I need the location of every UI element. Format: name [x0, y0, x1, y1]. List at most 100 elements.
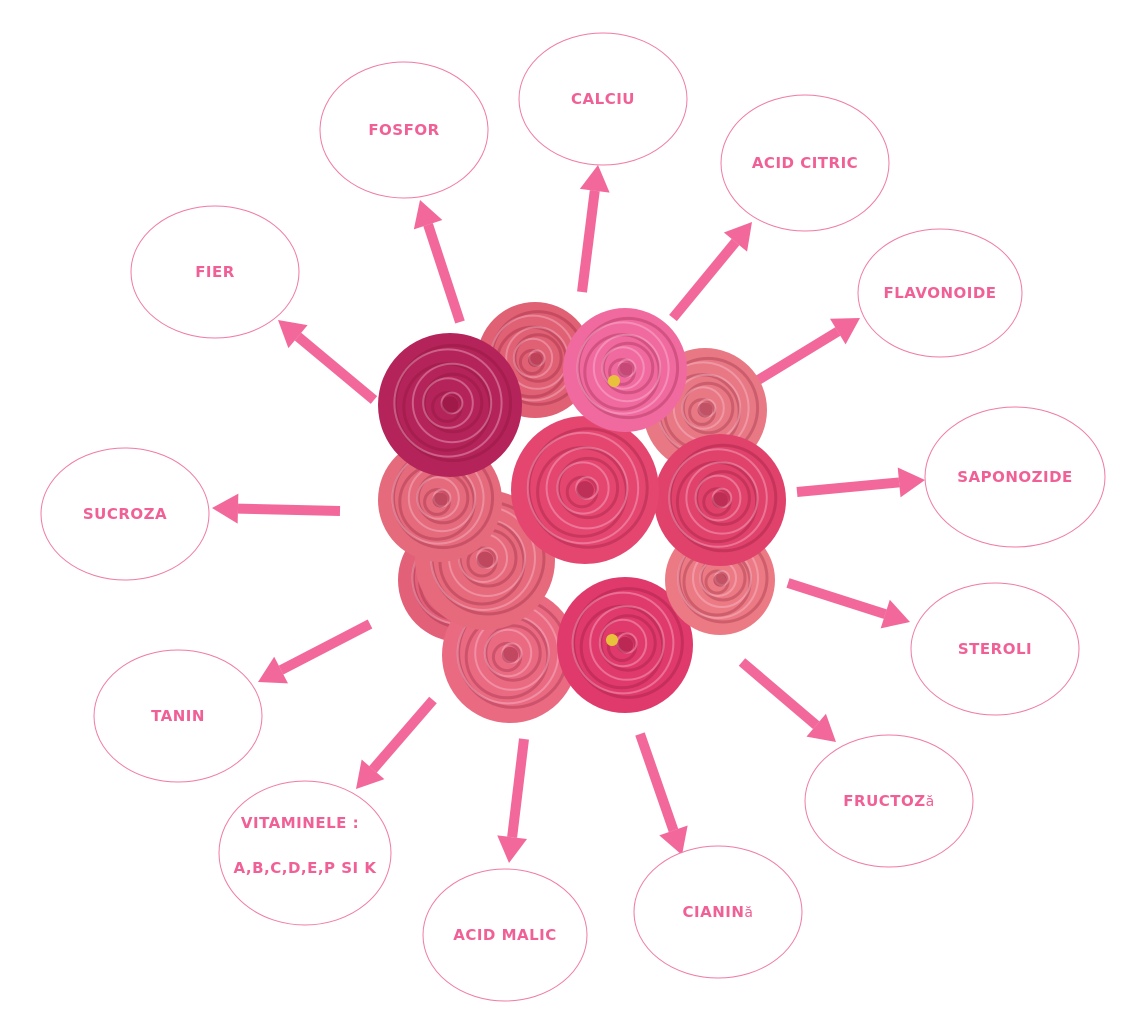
node-label-text: VITAMINELE : [241, 814, 359, 832]
node-label: VITAMINELE : [241, 814, 359, 832]
node-label-text: FOSFOR [368, 121, 439, 139]
node-label-text: CALCIU [571, 90, 635, 108]
node-label: ACID CITRIC [752, 154, 858, 172]
node-label-suffix: ă [926, 794, 935, 810]
rose-12 [563, 308, 687, 432]
arrow-11 [212, 493, 341, 524]
arrow-4 [796, 467, 925, 498]
node-bubble [40, 447, 210, 581]
node-bubble [857, 228, 1023, 358]
arrow-shaft [635, 732, 679, 833]
arrow-head [659, 825, 688, 855]
node-label: TANIN [151, 707, 205, 725]
node-label: FIER [195, 263, 235, 281]
arrow-10 [258, 619, 373, 684]
arrow-7 [635, 732, 688, 855]
node-label: FLAVONOIDE [883, 284, 996, 302]
arrow-shaft [294, 332, 378, 404]
arrow-head [806, 713, 836, 742]
arrow-shaft [577, 190, 600, 293]
rose-11 [378, 333, 522, 477]
node-8: ACID MALIC [422, 868, 588, 1002]
arrow-head [897, 467, 925, 498]
arrow-head [278, 320, 308, 349]
arrow-shaft [369, 696, 437, 773]
node-label-text: TANIN [151, 707, 205, 725]
arrow-shaft [423, 223, 465, 324]
arrow-shaft [278, 619, 373, 675]
node-bubble [518, 32, 688, 166]
arrow-shaft [747, 327, 841, 390]
arrow-5 [786, 578, 910, 629]
node-label-text: FRUCTOZ [843, 792, 925, 810]
arrow-head [356, 759, 385, 789]
arrow-head [579, 165, 610, 193]
arrow-9 [356, 696, 437, 789]
node-label-text: SAPONOZIDE [957, 468, 1073, 486]
arrow-13 [413, 200, 465, 324]
node-1: CALCIU [518, 32, 688, 166]
node-label-text: FLAVONOIDE [883, 284, 996, 302]
arrow-6 [738, 658, 836, 742]
node-label: CALCIU [571, 90, 635, 108]
arrow-shaft [796, 477, 900, 497]
node-label: STEROLI [958, 640, 1032, 658]
arrow-2 [669, 222, 752, 322]
node-label: CIANINă [683, 903, 754, 921]
node-9: VITAMINELE : A,B,C,D,E,P SI K [218, 780, 392, 926]
node-label-text: ACID MALIC [453, 926, 557, 944]
bubbles-layer: CALCIU ACID CITRIC FLAVONOIDE SAPONOZIDE STE… [40, 32, 1106, 1002]
rose-bouquet-image [378, 302, 786, 723]
arrow-head [829, 318, 860, 345]
arrows-layer [212, 165, 925, 863]
node-label: SAPONOZIDE [957, 468, 1073, 486]
node-bubble [218, 780, 392, 926]
node-bubble [130, 205, 300, 339]
node-bubble [924, 406, 1106, 548]
node-bubble [319, 61, 489, 199]
arrow-3 [747, 318, 860, 390]
arrow-shaft [786, 578, 887, 619]
arrow-shaft [507, 738, 529, 838]
node-bubble [633, 845, 803, 979]
node-3: FLAVONOIDE [857, 228, 1023, 358]
node-2: ACID CITRIC [720, 94, 890, 232]
node-label-text: ACID CITRIC [752, 154, 858, 172]
node-bubble [422, 868, 588, 1002]
arrow-1 [577, 165, 610, 293]
arrow-head [258, 656, 288, 684]
node-label-text: STEROLI [958, 640, 1032, 658]
node-bubble [93, 649, 263, 783]
rose-9 [654, 434, 786, 566]
rose-3 [557, 577, 693, 713]
node-6: FRUCTOZă [804, 734, 974, 868]
arrow-shaft [237, 503, 341, 516]
node-13: FOSFOR [319, 61, 489, 199]
arrow-shaft [738, 658, 820, 729]
arrow-head [880, 599, 910, 629]
arrow-head [413, 200, 443, 230]
arrow-shaft [669, 238, 740, 322]
node-label: ACID MALIC [453, 926, 557, 944]
node-5: STEROLI [910, 582, 1080, 716]
node-label: FOSFOR [368, 121, 439, 139]
node-12: FIER [130, 205, 300, 339]
node-label-text: SUCROZA [83, 505, 167, 523]
node-label: FRUCTOZă [843, 792, 934, 810]
node-label-suffix: ă [744, 905, 753, 921]
arrow-8 [497, 738, 529, 863]
node-label-text: FIER [195, 263, 235, 281]
node-7: CIANINă [633, 845, 803, 979]
arrow-12 [278, 320, 378, 404]
node-label-text: CIANIN [683, 903, 745, 921]
node-label-line2: A,B,C,D,E,P SI K [234, 859, 378, 877]
node-label: SUCROZA [83, 505, 167, 523]
node-11: SUCROZA [40, 447, 210, 581]
arrow-head [497, 835, 528, 863]
rose-10 [511, 416, 659, 564]
node-4: SAPONOZIDE [924, 406, 1106, 548]
arrow-head [723, 222, 752, 252]
node-bubble [910, 582, 1080, 716]
